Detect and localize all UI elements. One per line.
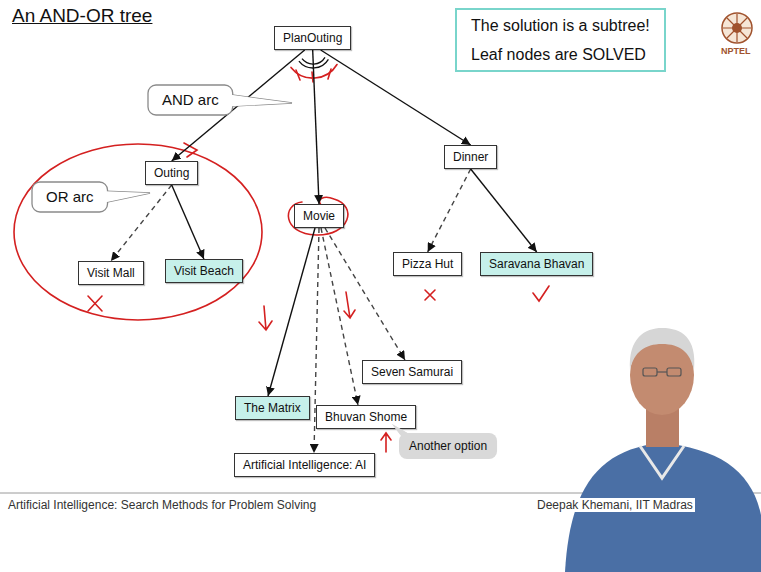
callout-tail <box>100 191 150 204</box>
node-text: Another option <box>409 439 487 453</box>
callout-tail-fill <box>392 424 410 435</box>
node-text: Artificial Intelligence: AI <box>243 458 366 472</box>
nptel-logo <box>722 13 752 43</box>
node-text: Seven Samurai <box>371 365 453 379</box>
node-text: OR arc <box>46 188 94 206</box>
tree-node: Movie <box>294 204 344 228</box>
node-text: Outing <box>154 166 189 180</box>
node-text: Pizza Hut <box>402 257 453 271</box>
tree-edge <box>313 50 319 204</box>
node-text: Dinner <box>453 150 488 164</box>
callout: Another option <box>399 433 497 459</box>
tree-edge <box>268 228 315 396</box>
tree-edge <box>321 228 358 405</box>
node-text: Visit Mall <box>87 266 135 280</box>
callout-body <box>148 85 233 115</box>
tree-node: Visit Beach <box>165 259 243 283</box>
tree-node: The Matrix <box>235 396 310 420</box>
node-text: Movie <box>303 209 335 223</box>
node-text: Saravana Bhavan <box>489 257 584 271</box>
callout-body <box>32 182 108 212</box>
tree-edge <box>325 228 405 360</box>
tree-node: Seven Samurai <box>362 360 462 384</box>
tree-node: Saravana Bhavan <box>480 252 593 276</box>
node-text: Bhuvan Shome <box>325 410 407 424</box>
tree-edge <box>471 169 537 252</box>
callout-body <box>399 433 497 459</box>
note-box: The solution is a subtree! Leaf nodes are… <box>455 8 666 72</box>
tree-node: Dinner <box>444 145 497 169</box>
footer-author: Deepak Khemani, IIT Madras <box>535 498 695 512</box>
tree-node: Visit Mall <box>78 261 144 285</box>
node-text: PlanOuting <box>283 31 342 45</box>
node-text: AND arc <box>162 91 219 109</box>
footer-course: Artificial Intelligence: Search Methods … <box>8 498 316 512</box>
tree-edge <box>172 185 204 259</box>
node-text: The solution is a subtree! <box>471 16 650 35</box>
node-text: Visit Beach <box>174 264 234 278</box>
logo-text: NPTEL <box>721 46 751 56</box>
tree-edge <box>428 169 471 252</box>
tree-node: Outing <box>145 161 198 185</box>
callout-tail-fill <box>231 95 292 106</box>
tree-node: Bhuvan Shome <box>316 405 416 429</box>
tree-node: PlanOuting <box>274 26 351 50</box>
tree-node: Pizza Hut <box>393 252 462 276</box>
node-text: The Matrix <box>244 401 301 415</box>
presenter-figure <box>565 328 761 572</box>
callout: AND arc <box>148 85 233 115</box>
callout-tail-fill <box>106 191 150 202</box>
node-text: Leaf nodes are SOLVED <box>471 45 650 64</box>
callout: OR arc <box>32 182 108 212</box>
slide-title: An AND-OR tree <box>12 5 152 27</box>
red-annotations <box>14 65 549 453</box>
tree-edge <box>321 50 471 145</box>
callout-tail <box>225 94 292 107</box>
tree-node: Artificial Intelligence: AI <box>234 453 375 477</box>
